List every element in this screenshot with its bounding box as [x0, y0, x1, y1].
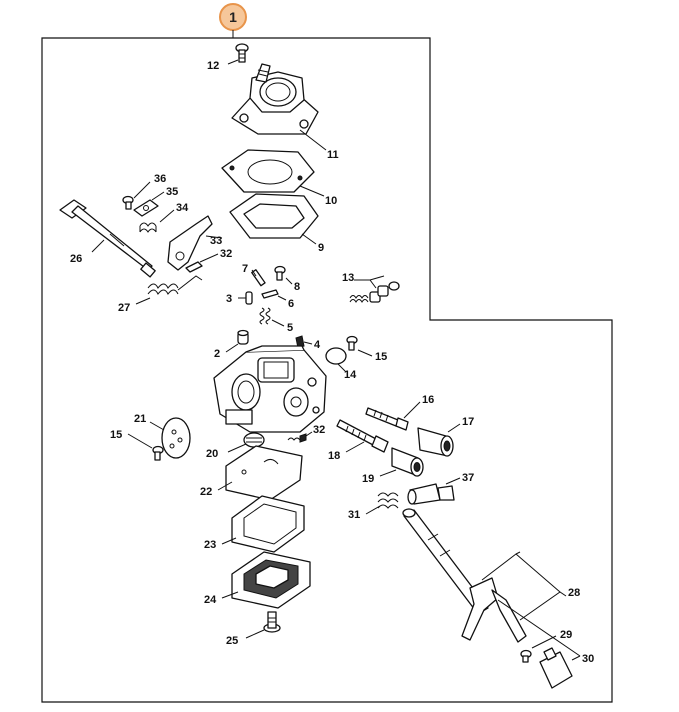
part-30-choke-knob[interactable] — [497, 599, 581, 689]
carburetor-body[interactable] — [213, 345, 327, 433]
part-16-low-speed-screw[interactable] — [365, 401, 421, 431]
part-31-spring[interactable] — [365, 492, 399, 515]
label-35: 35 — [166, 186, 178, 198]
part-12-screw[interactable] — [227, 43, 249, 65]
label-33: 33 — [210, 235, 222, 247]
part-32-spring-lower[interactable] — [287, 431, 313, 443]
part-22-gasket[interactable] — [217, 445, 303, 501]
part-34-spring[interactable] — [139, 209, 175, 233]
label-15a: 15 — [375, 351, 387, 363]
label-16: 16 — [422, 394, 434, 406]
label-37: 37 — [462, 472, 474, 484]
part-21-cover[interactable] — [149, 417, 191, 459]
part-13-adjusting-set[interactable] — [349, 275, 400, 303]
label-4: 4 — [314, 339, 321, 351]
part-33-throttle-lever[interactable] — [167, 215, 223, 271]
label-17: 17 — [462, 416, 474, 428]
part-23-diaphragm-plate[interactable] — [221, 495, 305, 553]
part-2-plug[interactable] — [225, 329, 249, 353]
part-15-screw-lower[interactable] — [127, 433, 164, 461]
label-32a: 32 — [220, 248, 232, 260]
label-29: 29 — [560, 629, 572, 641]
label-31: 31 — [348, 509, 360, 521]
label-18: 18 — [328, 450, 340, 462]
part-9-gasket[interactable] — [229, 193, 319, 245]
part-20-strainer[interactable] — [227, 432, 265, 453]
label-6: 6 — [288, 298, 294, 310]
label-30: 30 — [582, 653, 594, 665]
label-13: 13 — [342, 272, 354, 284]
diagram-frame — [41, 37, 613, 703]
part-14-cover-plate[interactable] — [325, 347, 347, 373]
part-6-lever[interactable] — [261, 289, 287, 301]
label-32b: 32 — [313, 424, 325, 436]
part-35-washer[interactable] — [133, 191, 165, 217]
label-25: 25 — [226, 635, 238, 647]
part-7-pin[interactable] — [251, 269, 266, 287]
part-25-screw[interactable] — [245, 611, 281, 639]
part-32-clip-upper[interactable] — [185, 253, 219, 273]
label-34: 34 — [176, 202, 189, 214]
label-36: 36 — [154, 173, 166, 185]
part-36-screw[interactable] — [122, 181, 151, 210]
label-20: 20 — [206, 448, 218, 460]
label-9: 9 — [318, 242, 324, 254]
label-12: 12 — [207, 60, 219, 72]
label-26: 26 — [70, 253, 82, 265]
part-26-throttle-shaft[interactable] — [59, 199, 156, 278]
part-27-spring[interactable] — [135, 275, 203, 305]
part-11-pump-cover[interactable] — [231, 63, 327, 151]
part-18-high-speed-screw[interactable] — [336, 419, 389, 453]
label-22: 22 — [200, 486, 212, 498]
part-29-screw[interactable] — [520, 635, 557, 663]
label-24: 24 — [204, 594, 217, 606]
part-17-limiter-cap[interactable] — [417, 423, 461, 457]
part-10-diaphragm[interactable] — [221, 149, 325, 197]
label-19: 19 — [362, 473, 374, 485]
label-3: 3 — [226, 293, 232, 305]
assembly-callout[interactable]: 1 — [219, 3, 247, 38]
label-7: 7 — [242, 263, 248, 275]
label-2: 2 — [214, 348, 220, 360]
label-15b: 15 — [110, 429, 122, 441]
part-4-valve[interactable] — [295, 335, 313, 349]
part-15-screw-upper[interactable] — [346, 335, 373, 357]
part-19-limiter-cap[interactable] — [379, 447, 424, 477]
part-8-screw[interactable] — [274, 265, 293, 285]
label-23: 23 — [204, 539, 216, 551]
label-11: 11 — [327, 149, 339, 161]
part-28-choke-shaft[interactable] — [402, 508, 567, 643]
part-5-spring[interactable] — [259, 307, 285, 327]
part-37-idle-screw[interactable] — [407, 477, 461, 505]
label-8: 8 — [294, 281, 300, 293]
part-3-needle[interactable] — [238, 291, 253, 305]
label-27: 27 — [118, 302, 130, 314]
label-28: 28 — [568, 587, 580, 599]
label-10: 10 — [325, 195, 337, 207]
callout-number: 1 — [229, 9, 237, 25]
label-14: 14 — [344, 369, 357, 381]
label-21: 21 — [134, 413, 146, 425]
part-24-cover-plate[interactable] — [221, 551, 311, 609]
label-5: 5 — [287, 322, 293, 334]
